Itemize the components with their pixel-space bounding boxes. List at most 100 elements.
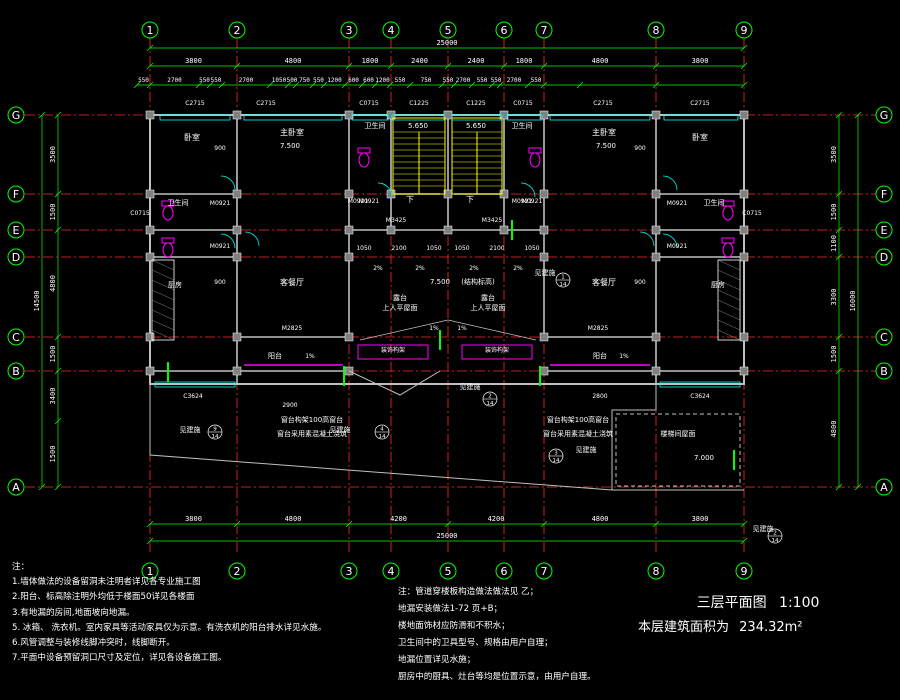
column — [739, 332, 749, 342]
dim-text: 2400 — [468, 57, 485, 65]
counter-hatch — [717, 259, 741, 271]
axis-label: 8 — [653, 565, 660, 578]
column — [145, 252, 155, 262]
counter-hatch — [151, 279, 175, 291]
dim-tick — [218, 81, 226, 89]
dim-text: 3500 — [49, 146, 57, 163]
axis-label: E — [13, 224, 20, 237]
column — [739, 366, 749, 376]
dim-text: 1500 — [49, 446, 57, 463]
door-swing — [662, 175, 678, 191]
window-code: C0715 — [513, 100, 533, 107]
axis-bubble — [875, 106, 893, 124]
dim-text: 750 — [421, 77, 432, 84]
note-item: 楼地面饰材应防滑和不积水； — [398, 621, 510, 631]
plan-dim: 1050 — [454, 245, 469, 252]
dim-text: 3800 — [692, 515, 709, 523]
dim-tick — [496, 81, 504, 89]
window-code: C2715 — [593, 100, 613, 107]
dim-tick — [835, 190, 843, 198]
axis-label: C — [880, 331, 888, 344]
dim-text: 550 — [138, 77, 149, 84]
dim-text: 1500 — [830, 204, 838, 221]
axis-bubble — [141, 21, 159, 39]
axis-label: G — [12, 109, 21, 122]
counter-hatch — [151, 289, 175, 301]
axis-label: 2 — [234, 565, 241, 578]
dim-text: 25000 — [436, 39, 457, 47]
plan-dim: 1050 — [426, 245, 441, 252]
door-swing — [220, 175, 236, 191]
note-item: 地漏位置详见水施； — [398, 655, 476, 665]
dim-tick — [284, 81, 292, 89]
dim-text: 550 — [395, 77, 406, 84]
elevation: 7.500 — [430, 278, 450, 286]
column — [145, 189, 155, 199]
dim-text: 4200 — [390, 515, 407, 523]
detail-num: 1 — [561, 275, 565, 281]
stair-down: 下 — [406, 195, 414, 204]
dim-tick — [444, 520, 452, 528]
column — [739, 110, 749, 120]
notes-right: 注：管道穿楼板构造做法做法见 乙； 地漏安装做法1-72 页+B； 楼地面饰材应… — [398, 584, 668, 686]
door-code: M2825 — [282, 325, 303, 332]
terrace-edge — [149, 384, 613, 491]
decor-frame-label: 装饰构架 — [381, 346, 405, 354]
window-code: C0715 — [742, 210, 762, 217]
column — [232, 332, 242, 342]
counter-hatch — [717, 299, 741, 311]
dim-tick — [195, 81, 203, 89]
detail-sheet: 14 — [487, 401, 494, 407]
slope: 2% — [469, 265, 479, 272]
axis-bubble — [7, 248, 25, 266]
dim-text: 2700 — [167, 77, 182, 84]
axis-bubble — [382, 21, 400, 39]
counter-hatch — [151, 329, 175, 341]
axis-label: B — [12, 365, 20, 378]
planter-note: 窗台构架100高窗台 — [547, 415, 609, 424]
column — [145, 366, 155, 376]
dim-text: 1500 — [49, 346, 57, 363]
dim-tick — [576, 81, 584, 89]
dim-text: 500 — [287, 77, 298, 84]
column — [344, 252, 354, 262]
axis-label: F — [13, 188, 19, 201]
elevation: 7.000 — [694, 454, 714, 462]
dim-text: 1800 — [362, 57, 379, 65]
dim-tick — [233, 520, 241, 528]
axis-bubble — [7, 185, 25, 203]
window-code: C2715 — [256, 100, 276, 107]
column — [386, 225, 396, 235]
axis-bubble — [535, 21, 553, 39]
dim-tick — [854, 483, 862, 491]
axis-label: D — [12, 251, 20, 264]
window — [659, 381, 741, 388]
dim-tick — [488, 81, 496, 89]
slope: 1% — [619, 353, 629, 360]
door-code: M2825 — [588, 325, 609, 332]
plan-dim: 1050 — [524, 245, 539, 252]
dim-tick — [341, 81, 349, 89]
axis-label: A — [12, 481, 20, 494]
dim-text: 1050 — [272, 77, 287, 84]
dim-text: 550 — [313, 77, 324, 84]
dim-tick — [54, 333, 62, 341]
axis-bubble — [535, 562, 553, 580]
dim-text: 4800 — [592, 57, 609, 65]
detail-ref: 见建施 — [576, 445, 597, 454]
door-code: M0921 — [348, 198, 369, 205]
dim-tick — [740, 81, 748, 89]
slope: 1% — [429, 325, 439, 332]
dim-tick — [740, 537, 748, 545]
dim-text: 3500 — [830, 146, 838, 163]
column — [739, 225, 749, 235]
axis-bubble — [647, 21, 665, 39]
plan-dim: 2800 — [592, 393, 607, 400]
dim-tick — [540, 520, 548, 528]
dim-tick — [652, 520, 660, 528]
axis-bubble — [647, 562, 665, 580]
column — [651, 332, 661, 342]
axis-label: 5 — [445, 24, 452, 37]
column — [739, 252, 749, 262]
